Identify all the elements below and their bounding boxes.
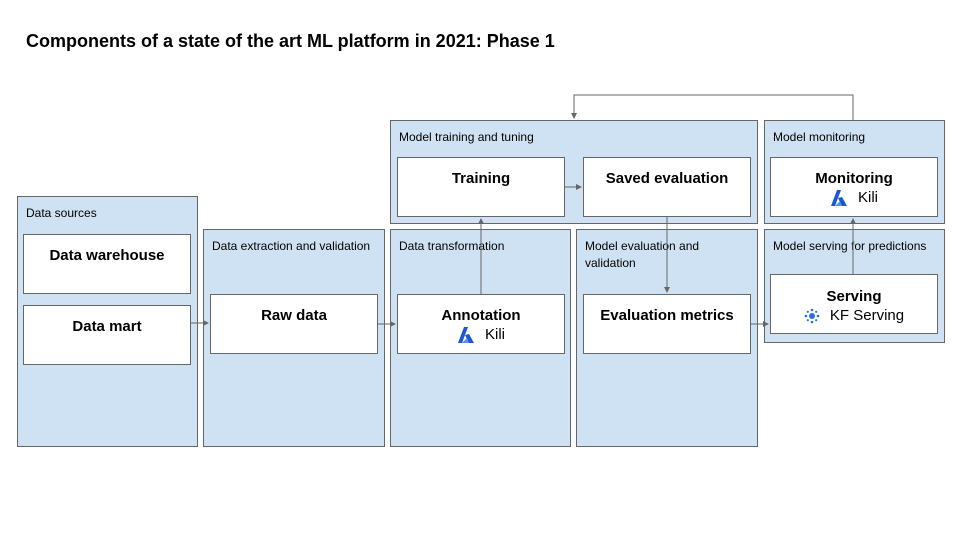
panel-label-model-monitoring: Model monitoring [773,130,866,144]
tool-annotation: Kili [398,326,564,344]
box-saved-evaluation[interactable]: Saved evaluation [583,157,751,217]
box-title-data-warehouse: Data warehouse [49,247,165,264]
panel-label-data-extraction: Data extraction and validation [212,239,371,253]
box-title-annotation: Annotation [441,307,521,324]
box-data-mart[interactable]: Data mart [23,305,191,365]
box-serving[interactable]: Serving KF Serving [770,274,938,334]
tool-name-annotation: Kili [484,326,505,343]
box-annotation[interactable]: Annotation Kili [397,294,565,354]
tool-serving: KF Serving [771,307,937,325]
tool-name-monitoring: Kili [857,189,878,206]
tool-monitoring: Kili [771,189,937,207]
box-title-training: Training [451,170,511,187]
panel-label-data-transformation: Data transformation [399,239,505,253]
tool-name-serving: KF Serving [829,307,905,324]
page-title: Components of a state of the art ML plat… [26,31,555,51]
kfserving-logo-icon [804,308,820,324]
panel-label-model-evaluation: Model evaluation and validation [585,239,700,270]
kili-logo-icon [830,190,847,206]
panel-label-data-sources: Data sources [26,206,97,220]
kili-logo-icon [457,327,474,343]
arrow-monitoring-to-training-loop [571,94,854,120]
box-title-saved-evaluation: Saved evaluation [605,170,729,187]
box-raw-data[interactable]: Raw data [210,294,378,354]
box-training[interactable]: Training [397,157,565,217]
box-title-data-mart: Data mart [72,318,142,335]
box-title-evaluation-metrics: Evaluation metrics [600,307,734,324]
panel-label-model-serving: Model serving for predictions [773,239,927,253]
panel-label-model-training: Model training and tuning [399,130,534,144]
box-data-warehouse[interactable]: Data warehouse [23,234,191,294]
box-evaluation-metrics[interactable]: Evaluation metrics [583,294,751,354]
box-title-raw-data: Raw data [261,307,327,324]
box-title-serving: Serving [826,288,882,305]
box-monitoring[interactable]: Monitoring Kili [770,157,938,217]
box-title-monitoring: Monitoring [815,170,893,187]
